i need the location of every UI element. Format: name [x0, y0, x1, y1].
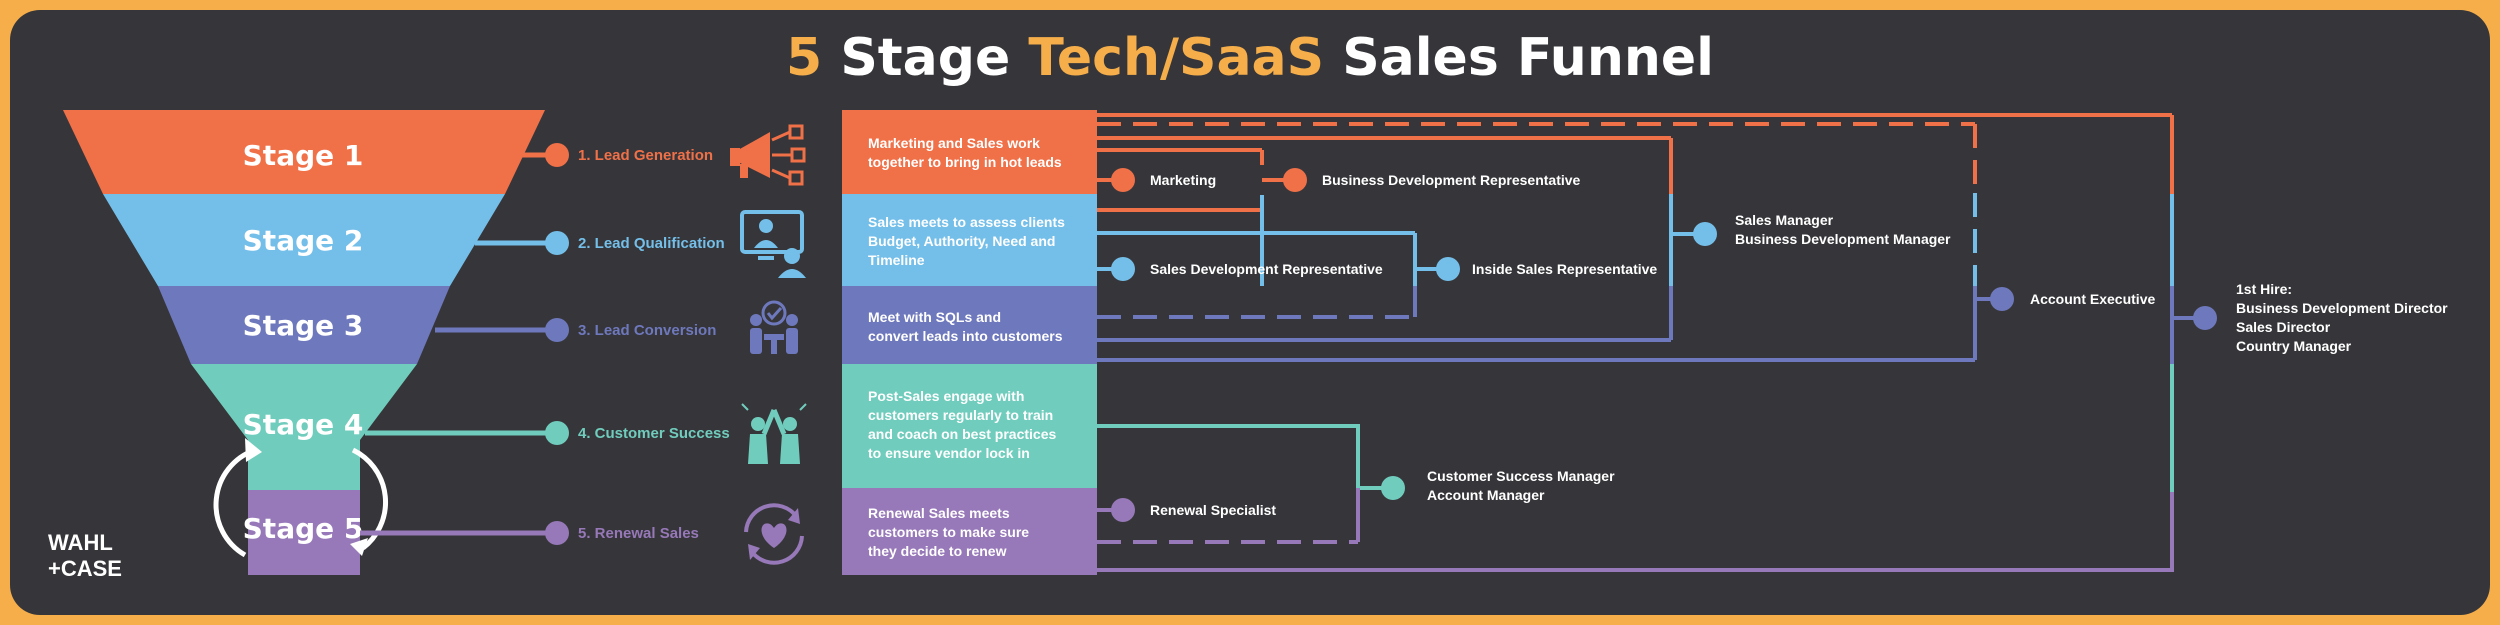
funnel-stage-2 — [103, 194, 505, 286]
stage-name: 3. Lead Conversion — [578, 322, 716, 339]
description-text: Sales meets to assess clients — [868, 214, 1065, 230]
meeting-icon — [750, 300, 798, 354]
stage-label: Stage 1 — [243, 139, 364, 172]
role-marketing: Marketing — [1150, 172, 1216, 188]
description-text: Renewal Sales meets — [868, 505, 1010, 521]
description-text: Post-Sales engage with — [868, 388, 1024, 404]
role-first-hire: 1st Hire: — [2236, 281, 2292, 297]
title-stage: Stage — [840, 28, 1011, 88]
funnel-stage-5 — [248, 487, 360, 575]
role-bdr: Business Development Representative — [1322, 172, 1581, 188]
stage-name: 5. Renewal Sales — [578, 525, 699, 542]
role-sdr: Sales Development Representative — [1150, 261, 1383, 277]
description-text: Marketing and Sales work — [868, 135, 1040, 151]
description-text: to ensure vendor lock in — [868, 445, 1030, 461]
role-account-manager: Account Manager — [1427, 487, 1545, 503]
stage-connectors: 1. Lead Generation 2. Lead Qualification… — [360, 143, 730, 545]
stage-label: Stage 5 — [243, 512, 364, 545]
wahl-case-logo: WAHL +CASE — [48, 530, 122, 581]
loop-arrowhead — [245, 438, 262, 462]
page-title: 5 Stage Tech/SaaS Sales Funnel — [0, 28, 2500, 88]
stage-label: Stage 2 — [243, 224, 364, 257]
logo-line-2: +CASE — [48, 556, 122, 581]
stage-label: Stage 4 — [243, 408, 364, 441]
heart-cycle-icon — [744, 503, 804, 565]
funnel-neck — [248, 420, 360, 490]
role-csm: Customer Success Manager — [1427, 468, 1615, 484]
description-text: Meet with SQLs and — [868, 309, 1001, 325]
title-accent: Tech/SaaS — [1028, 28, 1325, 88]
role-sales-director: Sales Director — [2236, 319, 2331, 335]
role-sales-manager: Sales Manager — [1735, 212, 1834, 228]
role-account-executive: Account Executive — [2030, 291, 2155, 307]
description-box-2 — [842, 194, 1097, 286]
description-text: together to bring in hot leads — [868, 154, 1062, 170]
description-text: convert leads into customers — [868, 328, 1063, 344]
high-five-icon — [741, 403, 807, 464]
description-text: and coach on best practices — [868, 426, 1056, 442]
description-box-5 — [842, 488, 1097, 575]
stage-name: 1. Lead Generation — [578, 147, 713, 164]
description-box-3 — [842, 286, 1097, 364]
video-call-icon — [740, 210, 806, 278]
funnel-stage-1 — [63, 110, 545, 194]
funnel-stage-4 — [191, 364, 417, 440]
stage-name: 2. Lead Qualification — [578, 235, 725, 252]
role-bd-director: Business Development Director — [2236, 300, 2448, 316]
role-flow-lines — [1097, 113, 2205, 572]
description-text: Timeline — [868, 252, 925, 268]
stage-label: Stage 3 — [243, 309, 364, 342]
title-end: Sales Funnel — [1342, 28, 1714, 88]
description-text: Budget, Authority, Need and — [868, 233, 1055, 249]
role-isr: Inside Sales Representative — [1472, 261, 1657, 277]
role-country-manager: Country Manager — [2236, 338, 2352, 354]
description-text: customers to make sure — [868, 524, 1029, 540]
role-labels: Marketing Business Development Represent… — [1150, 172, 2448, 518]
description-text: customers regularly to train — [868, 407, 1053, 423]
logo-line-1: WAHL — [48, 530, 113, 555]
description-box-1 — [842, 110, 1097, 194]
description-box-4 — [842, 364, 1097, 488]
stage-name: 4. Customer Success — [578, 425, 730, 442]
description-text: they decide to renew — [868, 543, 1007, 559]
title-number: 5 — [786, 28, 823, 88]
loop-arrow-left — [213, 447, 256, 558]
funnel: Stage 1 Stage 2 Stage 3 Stage 4 Stage 5 — [63, 110, 545, 575]
role-bd-manager: Business Development Manager — [1735, 231, 1951, 247]
funnel-stage-3 — [158, 286, 450, 364]
role-nodes — [1111, 168, 2217, 522]
loop-arrowhead — [350, 538, 368, 556]
role-renewal: Renewal Specialist — [1150, 502, 1276, 518]
loop-arrow-right — [351, 447, 388, 550]
description-boxes: Marketing and Sales work together to bri… — [842, 110, 1097, 575]
megaphone-icon — [730, 124, 806, 186]
